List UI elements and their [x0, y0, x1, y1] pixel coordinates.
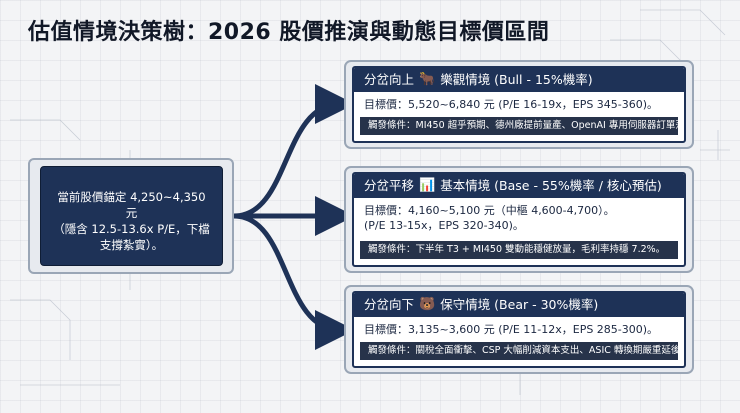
- bull-icon: 🐂: [419, 72, 436, 87]
- base-target-price: 目標價：4,160~5,100 元（中樞 4,600-4,700）。: [364, 204, 615, 217]
- current-price-line-2: （隱含 12.5-13.6x P/E，下檔: [53, 222, 210, 236]
- base-target-detail: (P/E 13-15x，EPS 320-340)。: [364, 219, 524, 232]
- bull-scenario-body: 目標價：5,520~6,840 元 (P/E 16-19x，EPS 345-36…: [354, 92, 684, 112]
- page-title: 估值情境決策樹：2026 股價推演與動態目標價區間: [28, 20, 550, 45]
- current-price-line-1: 當前股價錨定 4,250~4,350 元: [57, 190, 206, 220]
- current-price-line-3: 支撐紮實）。: [99, 238, 164, 252]
- bull-header-prefix: 分岔向上: [364, 72, 415, 87]
- branch-down-connector: [231, 213, 355, 350]
- bear-icon: 🐻: [419, 297, 436, 312]
- base-scenario-header: 分岔平移 📊 基本情境 (Base - 55%機率 / 核心預估): [354, 174, 684, 198]
- base-header-prefix: 分岔平移: [364, 178, 415, 193]
- bull-trigger-bar: 觸發條件：MI450 超乎預期、德州廠提前量產、OpenAI 專用伺服器訂單落地…: [360, 117, 678, 135]
- bear-trigger-bar: 觸發條件：關稅全面衝擊、CSP 大幅削減資本支出、ASIC 轉換期嚴重延後。: [360, 342, 678, 360]
- bull-target-price: 目標價：5,520~6,840 元 (P/E 16-19x，EPS 345-36…: [364, 98, 659, 111]
- bear-scenario-body: 目標價：3,135~3,600 元 (P/E 11-12x，EPS 285-30…: [354, 317, 684, 337]
- bear-scenario-card: 分岔向下 🐻 保守情境 (Bear - 30%機率) 目標價：3,135~3,6…: [352, 291, 686, 368]
- bear-header-prefix: 分岔向下: [364, 297, 415, 312]
- branch-up-connector: [231, 84, 355, 219]
- bear-header-title: 保守情境 (Bear - 30%機率): [440, 297, 599, 312]
- base-trigger-bar: 觸發條件：下半年 T3 + MI450 雙動能穩健放量，毛利率持穩 7.2%。: [360, 241, 678, 259]
- bull-header-title: 樂觀情境 (Bull - 15%機率): [440, 72, 593, 87]
- bear-scenario-header: 分岔向下 🐻 保守情境 (Bear - 30%機率): [354, 293, 684, 317]
- bear-target-price: 目標價：3,135~3,600 元 (P/E 11-12x，EPS 285-30…: [364, 323, 659, 336]
- bar-chart-icon: 📊: [419, 178, 436, 193]
- base-header-title: 基本情境 (Base - 55%機率 / 核心預估): [440, 178, 662, 193]
- base-scenario-card: 分岔平移 📊 基本情境 (Base - 55%機率 / 核心預估) 目標價：4,…: [352, 172, 686, 267]
- base-scenario-body: 目標價：4,160~5,100 元（中樞 4,600-4,700）。 (P/E …: [354, 198, 684, 233]
- current-price-box: 當前股價錨定 4,250~4,350 元 （隱含 12.5-13.6x P/E，…: [40, 166, 223, 266]
- bull-scenario-header: 分岔向上 🐂 樂觀情境 (Bull - 15%機率): [354, 68, 684, 92]
- bull-scenario-card: 分岔向上 🐂 樂觀情境 (Bull - 15%機率) 目標價：5,520~6,8…: [352, 66, 686, 143]
